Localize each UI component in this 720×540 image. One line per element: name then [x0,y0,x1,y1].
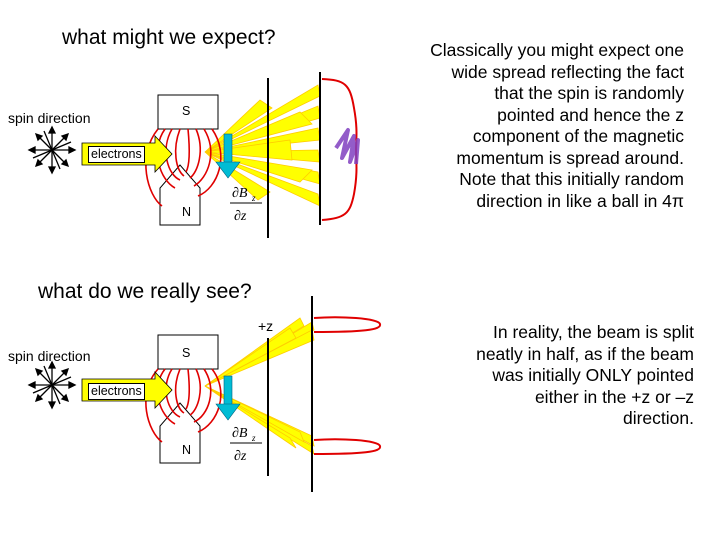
bottom-formula-numerator: ∂B [232,426,248,441]
bottom-description: In reality, the beam is split neatly in … [476,322,694,428]
bottom-formula-sub: z [251,433,256,443]
top-formula-sub: z [251,193,256,203]
top-spin-star-icon [27,125,77,175]
top-magnet-n-label: N [182,205,192,219]
top-description: Classically you might expect one wide sp… [430,40,684,211]
top-magnet-s-label: S [182,104,191,118]
bottom-beam-split [204,317,315,455]
top-gradient-arrow-icon [215,133,241,179]
top-spin-direction-label: spin direction [8,110,91,126]
top-heading: what might we expect? [62,26,276,49]
bottom-magnet-n-label: N [182,443,192,457]
top-scribble-mark [334,128,360,165]
top-field-lines [145,128,222,207]
bottom-distribution-peak-lower [313,438,382,455]
bottom-spin-direction-label: spin direction [8,348,91,364]
bottom-magnet-south [157,334,219,370]
top-electrons-label: electrons [88,146,145,163]
top-magnet-north [159,164,201,226]
bottom-distribution-peak-upper [313,316,382,333]
bottom-formula-denominator: ∂z [234,449,247,464]
top-magnet-south [157,94,219,130]
bottom-axis-label: +z [258,318,274,334]
top-formula-numerator: ∂B [232,186,248,201]
bottom-electrons-label: electrons [88,383,145,400]
top-formula-denominator: ∂z [234,209,247,224]
bottom-spin-star-icon [27,360,77,410]
bottom-gradient-arrow-icon [215,375,241,421]
bottom-heading: what do we really see? [38,280,252,303]
bottom-magnet-s-label: S [182,346,191,360]
